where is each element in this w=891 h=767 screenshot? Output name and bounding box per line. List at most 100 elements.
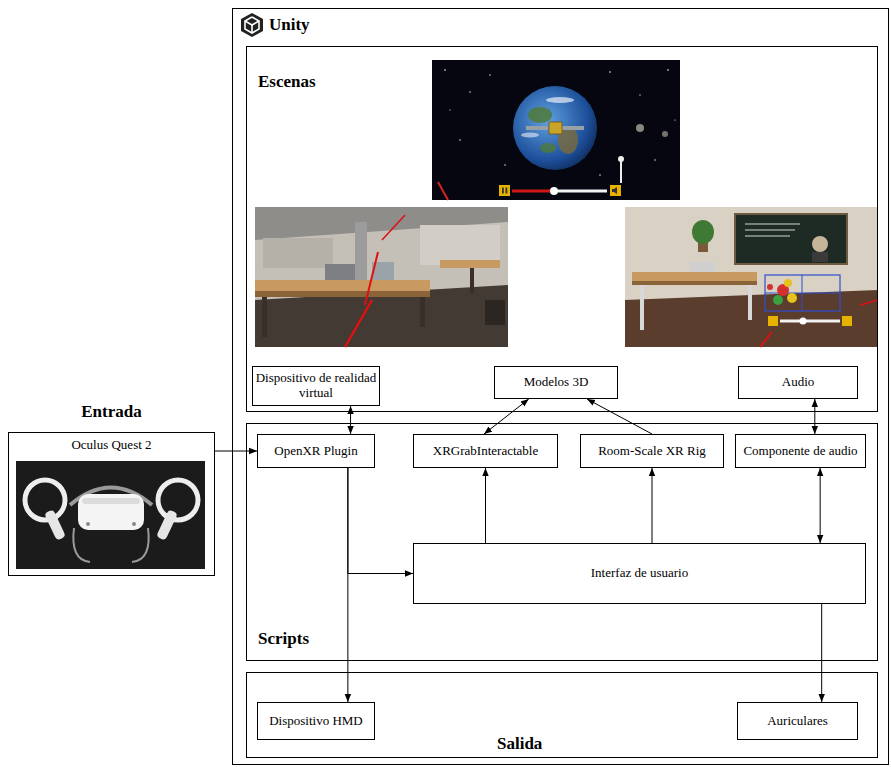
lab-screenshot-part [420,297,425,327]
unity-logo [241,13,263,37]
space-screenshot-part [618,156,624,162]
lab-screenshot-part [485,300,505,325]
connector-arrow [485,468,486,543]
classroom-screenshot-part [802,275,803,311]
lab-screenshot [255,207,508,347]
space-screenshot-part [636,124,644,132]
script-box: XRGrabInteractable [413,434,558,468]
classroom-screenshot-part [632,272,757,281]
classroom-screenshot-part [768,316,778,326]
classroom-screenshot-part [765,275,840,311]
classroom-screenshot-part [784,279,792,287]
lab-screenshot-part [420,225,500,265]
box-label: Room-Scale XR Rig [598,444,706,459]
connector-arrow [587,399,652,434]
space-screenshot-part [449,109,450,110]
scripts-panel: OpenXR Plugin XRGrabInteractable Room-Scal… [246,423,878,661]
space-screenshot-part [609,71,611,73]
classroom-screenshot-part [748,285,752,320]
space-screenshot-part [620,160,622,183]
headset-photo-part [73,528,90,562]
headset-photo-part [86,522,90,526]
unity-logo-part [252,21,259,25]
space-screenshot-part [513,86,597,170]
headset-photo-part [132,528,149,562]
classroom-screenshot-part [625,207,878,347]
classroom-screenshot-part [760,332,772,347]
classroom-screenshot-part [767,284,773,290]
unity-logo-part [251,25,253,33]
connector-arrow [484,399,529,434]
space-screenshot-part [549,122,562,134]
space-screenshot-part [662,131,668,137]
space-screenshot-part [556,190,607,193]
box-label: Modelos 3D [524,375,589,390]
connector-arrow [821,604,822,702]
box-label: Componente de audio [743,444,857,459]
box-label: Dispositivo de realidad virtual [253,371,379,401]
classroom-screenshot-part [632,281,757,285]
lab-screenshot-part [255,207,508,347]
space-screenshot-part [546,97,574,103]
lab-screenshot-part [262,297,267,337]
box-label: Audio [782,375,815,390]
connector-arrow [820,468,821,543]
heading-label: Escenas [258,72,316,92]
space-screenshot-part [550,187,558,195]
space-screenshot-part [528,107,552,123]
lab-screenshot-part [255,285,508,347]
space-screenshot-part [444,69,446,71]
heading-label: Entrada [9,402,214,422]
connector-arrow [350,406,351,434]
space-screenshot-part [610,185,621,196]
component-box: Audio [738,366,858,399]
classroom-screenshot-part [812,252,828,262]
classroom-screenshot-part [773,295,783,305]
space-screenshot-part [469,91,470,92]
script-box: Interfaz de usuario [413,543,866,604]
space-screenshot-part [489,74,491,76]
heading-label: Scripts [258,629,309,649]
lab-screenshot-part [470,268,474,293]
space-screenshot-part [654,159,655,160]
unity-logo-part [245,17,259,33]
box-label: XRGrabInteractable [433,444,538,459]
output-box: Auriculares [737,702,858,740]
classroom-screenshot-part [692,220,714,244]
connector-arrow [814,399,815,434]
classroom-screenshot [625,207,878,347]
lab-screenshot-part [255,291,430,297]
space-screenshot-part [438,182,448,200]
box-label: Oculus Quest 2 [9,438,214,453]
classroom-screenshot-part [745,224,800,225]
lab-screenshot-part [255,280,430,291]
space-screenshot-part [432,60,680,200]
heading-label: Unity [269,15,310,35]
script-box: Room-Scale XR Rig [580,434,724,468]
classroom-screenshot-part [735,214,847,264]
component-box: Dispositivo de realidad virtual [252,366,380,406]
unity-frame: Dispositivo de realidad virtual Modelos 3… [232,8,889,765]
classroom-screenshot-part [812,236,828,252]
lab-screenshot-part [365,252,378,305]
headset-photo-part [44,509,66,540]
box-label: Dispositivo HMD [269,714,363,729]
classroom-screenshot-part [745,236,790,237]
unity-logo-part [241,13,263,37]
space-screenshot-part [599,174,600,175]
script-box: OpenXR Plugin [257,434,375,468]
headset-photo-part [158,480,198,520]
lab-screenshot-part [325,264,355,280]
component-box: Modelos 3D [494,366,618,399]
classroom-screenshot-part [780,320,840,323]
classroom-screenshot-part [690,262,715,272]
scenes-panel: Dispositivo de realidad virtual Modelos 3… [246,46,878,412]
box-label: OpenXR Plugin [274,444,357,459]
space-screenshot-part [504,164,505,165]
lab-screenshot-part [382,215,405,240]
headset-photo [16,461,205,569]
space-screenshot-part [639,94,640,95]
unity-logo-part [245,21,252,25]
connector-arrow [652,468,653,543]
